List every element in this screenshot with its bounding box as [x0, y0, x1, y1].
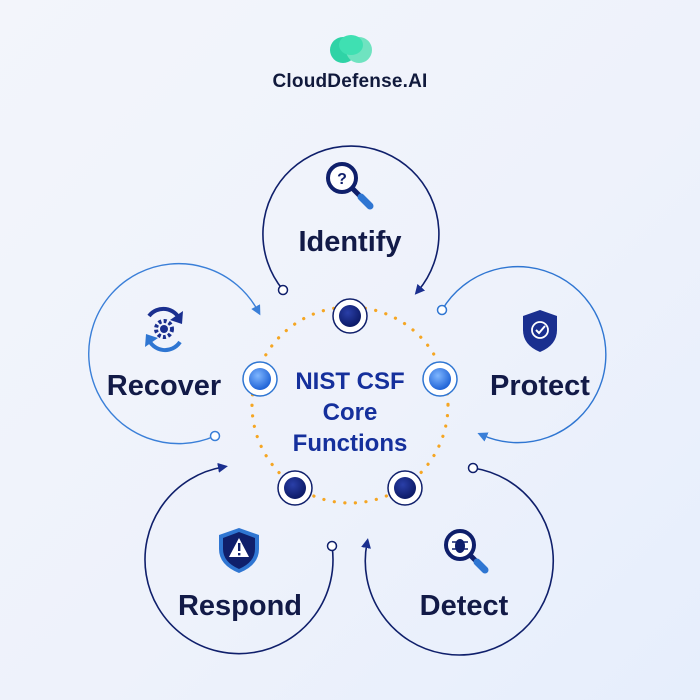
warning-shield-icon — [219, 528, 259, 573]
respond-arc — [144, 462, 334, 655]
recover-arc — [88, 262, 261, 445]
label-respond: Respond — [177, 590, 303, 622]
label-identify: Identify — [298, 226, 402, 258]
center-title: NIST CSF Core Functions — [270, 366, 430, 459]
center-title-line: Core — [322, 399, 378, 426]
center-dotted-ring — [250, 305, 450, 505]
logo-icon — [330, 35, 372, 63]
recover-arc-start — [209, 430, 221, 442]
node-detect — [387, 470, 423, 506]
respond-arc-start — [326, 540, 338, 552]
identify-arc — [262, 145, 440, 295]
identify-arc-start — [277, 284, 289, 296]
detect-arc — [361, 467, 555, 656]
label-detect: Detect — [419, 590, 509, 622]
question-search-icon: ? — [326, 162, 374, 210]
detect-arc-start — [467, 462, 479, 474]
protect-arc-start — [436, 304, 448, 316]
node-protect — [422, 361, 458, 397]
refresh-gear-icon — [145, 306, 183, 353]
label-protect: Protect — [490, 370, 590, 402]
node-identify — [332, 298, 368, 334]
label-recover: Recover — [106, 370, 222, 402]
shield-check-icon — [523, 310, 557, 352]
node-respond — [277, 470, 313, 506]
node-recover — [242, 361, 278, 397]
bug-search-icon — [444, 529, 489, 574]
brand-name: CloudDefense.AI — [272, 71, 428, 92]
protect-arc — [441, 265, 607, 444]
center-title-line: NIST CSF — [295, 368, 405, 395]
svg-text:?: ? — [337, 171, 347, 188]
center-title-line: Functions — [292, 430, 408, 457]
